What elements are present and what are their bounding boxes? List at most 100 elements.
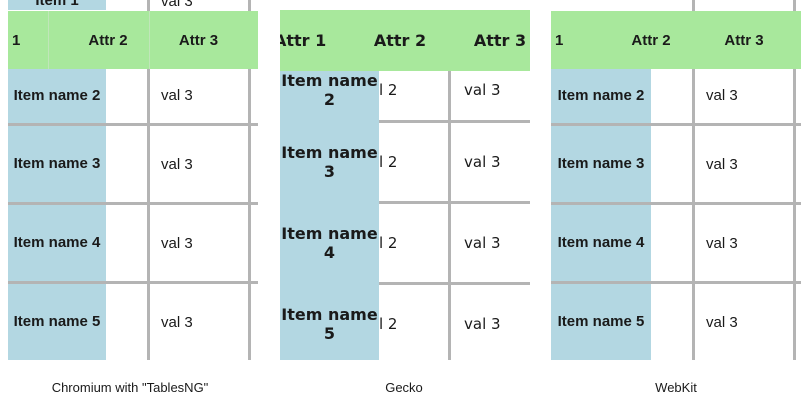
item-name: Item name 3 [557, 155, 645, 172]
table-row-attr2-fragment: l 2 [379, 123, 439, 201]
webkit-panel: Item name 2 val 3 Item name 3 val 3 Item… [551, 0, 801, 360]
table-row-attr3: val 3 [149, 126, 249, 202]
table-row-name: Item name 5 [280, 285, 379, 360]
table-row-attr3: val 3 [694, 68, 794, 123]
gecko-panel: Item name 2 l 2 val 3 Item name 3 l 2 va… [280, 0, 530, 360]
grid-line [379, 282, 530, 285]
table-row-name: Item name 2 [8, 68, 106, 123]
chromium-table-body[interactable]: Item 1 val 3 Item name 2 val 3 Item name… [8, 0, 258, 360]
header-text: Attr 3 [178, 31, 219, 49]
header-attr1-clipped: 1 [8, 11, 28, 69]
table-row-attr3: val 3 [452, 123, 530, 201]
caption-gecko: Gecko [385, 380, 423, 395]
item-name: Item name 3 [281, 143, 378, 181]
grid-line [448, 60, 451, 360]
item-name: Item name 2 [281, 71, 378, 109]
attr3-value: val 3 [706, 155, 738, 173]
attr3-value: val 3 [464, 315, 501, 333]
name-column-bg [280, 60, 379, 360]
header-attr2: Attr 2 [68, 11, 148, 69]
grid-line [248, 0, 251, 360]
attr3-value: val 3 [161, 87, 193, 104]
header-attr3: Attr 3 [694, 11, 794, 69]
header-text: Attr 3 [473, 31, 527, 50]
attr2-fragment: l 2 [379, 153, 398, 171]
item-name: Item name 5 [557, 313, 645, 330]
caption-chromium: Chromium with "TablesNG" [51, 380, 209, 395]
grid-line [551, 123, 801, 126]
chromium-sticky-header: 1 Attr 2 Attr 3 [8, 11, 258, 69]
attr3-value: val 3 [464, 153, 501, 171]
table-row-attr3: val 3 [149, 68, 249, 123]
table-row-name: Item name 4 [8, 205, 106, 281]
webkit-table-body[interactable]: Item name 2 val 3 Item name 3 val 3 Item… [551, 0, 801, 360]
table-row-name: Item name 2 [551, 68, 651, 123]
attr3-value: val 3 [464, 234, 501, 252]
attr3-value: val 3 [706, 313, 738, 331]
table-row-name: Item name 5 [551, 284, 651, 360]
table-row-attr3: val 3 [694, 284, 794, 360]
chromium-panel: Item 1 val 3 Item name 2 val 3 Item name… [8, 0, 258, 360]
table-row-attr3: val 3 [149, 205, 249, 281]
table-row-attr3: val 3 [149, 284, 249, 360]
header-text: 1 [555, 31, 564, 49]
attr3-value: val 3 [161, 313, 193, 331]
header-attr1-clipped: 1 [551, 11, 571, 69]
item-name: Item name 2 [557, 86, 645, 104]
grid-line [551, 202, 801, 205]
item-name: Item name 3 [13, 155, 101, 172]
table-row-name: Item name 3 [551, 126, 651, 202]
grid-line [8, 202, 258, 205]
attr2-fragment: l 2 [379, 81, 398, 99]
attr3-value: val 3 [706, 234, 738, 252]
table-row-attr2-fragment: l 2 [379, 204, 439, 282]
table-row-attr3: val 3 [452, 60, 530, 120]
header-text: Attr 2 [88, 31, 128, 49]
table-row-name: Item name 4 [280, 204, 379, 282]
table-row-attr3: val 3 [452, 204, 530, 282]
gecko-sticky-header: Attr 1 Attr 2 Attr 3 [280, 10, 530, 71]
table-row-attr2-fragment: l 2 [379, 285, 439, 360]
header-text: Attr 1 [280, 31, 327, 50]
row-peek-val: val 3 [149, 0, 249, 10]
header-divider [149, 11, 150, 69]
grid-line [8, 281, 258, 284]
header-attr2: Attr 2 [360, 10, 440, 71]
item-name: Item name 4 [13, 234, 101, 251]
item-name: Item name 4 [557, 234, 645, 251]
header-text: Attr 2 [631, 31, 671, 49]
item-name: Item name 5 [281, 305, 378, 343]
header-attr2: Attr 2 [611, 11, 691, 69]
attr2-fragment: l 2 [379, 315, 398, 333]
header-divider [48, 11, 49, 69]
grid-line [147, 0, 150, 360]
webkit-sticky-header: 1 Attr 2 Attr 3 [551, 11, 801, 69]
grid-line [793, 0, 796, 360]
peek-name-text: Item 1 [35, 0, 79, 9]
grid-line [8, 123, 258, 126]
grid-line [692, 0, 695, 360]
table-row-name: Item name 3 [8, 126, 106, 202]
table-row-attr3: val 3 [694, 205, 794, 281]
gecko-table-body[interactable]: Item name 2 l 2 val 3 Item name 3 l 2 va… [280, 0, 530, 360]
header-text: 1 [12, 31, 21, 49]
table-row-name: Item name 2 [280, 60, 379, 120]
header-attr1: Attr 1 [280, 10, 330, 71]
header-attr3: Attr 3 [149, 11, 248, 69]
grid-line [379, 201, 530, 204]
header-attr3: Attr 3 [460, 10, 530, 71]
attr2-fragment: l 2 [379, 234, 398, 252]
table-row-attr3: val 3 [452, 285, 530, 360]
table-row-attr3: val 3 [694, 126, 794, 202]
grid-line [379, 120, 530, 123]
header-text: Attr 2 [373, 31, 427, 50]
table-row-attr2-fragment: l 2 [379, 60, 439, 120]
table-row-name: Item name 3 [280, 123, 379, 201]
item-name: Item name 5 [13, 313, 101, 330]
attr3-value: val 3 [706, 87, 738, 104]
table-row-name: Item name 5 [8, 284, 106, 360]
item-name: Item name 2 [13, 86, 101, 104]
table-row-name: Item name 4 [551, 205, 651, 281]
item-name: Item name 4 [281, 224, 378, 262]
grid-line [551, 281, 801, 284]
